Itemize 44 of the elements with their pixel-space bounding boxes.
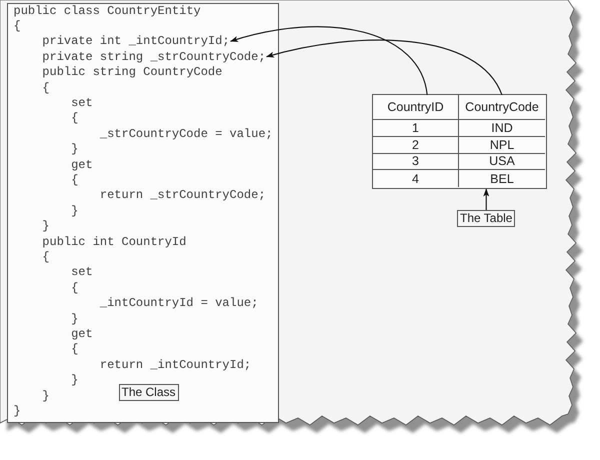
code-line: } bbox=[42, 388, 50, 402]
code-line: } bbox=[71, 312, 78, 326]
arrow bbox=[483, 188, 490, 210]
table-cell: 3 bbox=[373, 154, 459, 170]
code-line: get bbox=[71, 326, 93, 341]
code-line: { bbox=[71, 342, 78, 356]
data-table bbox=[372, 94, 547, 189]
table-cell: USA bbox=[459, 154, 545, 170]
column-header: CountryID bbox=[373, 95, 459, 120]
code-line: } bbox=[71, 373, 78, 388]
column-header: CountryCode bbox=[459, 95, 545, 120]
table-cell: IND bbox=[459, 120, 545, 137]
curved-arrow bbox=[230, 26, 428, 96]
code-line: } bbox=[71, 204, 78, 218]
table-cell: 4 bbox=[373, 170, 459, 187]
code-line: private string _strCountryCode; bbox=[42, 50, 266, 64]
code-line: return _intCountryId; bbox=[100, 358, 252, 372]
code-line: } bbox=[42, 219, 50, 234]
label-tag: The Class bbox=[118, 384, 179, 400]
code-panel bbox=[7, 3, 279, 423]
table-cell: 1 bbox=[373, 120, 459, 137]
curved-arrow bbox=[266, 40, 502, 96]
code-line: set bbox=[71, 96, 93, 110]
code-line: private int _intCountryId; bbox=[42, 34, 230, 48]
code-line: { bbox=[71, 280, 78, 295]
code-line: _intCountryId = value; bbox=[100, 296, 258, 310]
code-line: set bbox=[71, 265, 93, 280]
code-line: public int CountryId bbox=[42, 234, 186, 248]
code-line: public class CountryEntity bbox=[14, 4, 201, 18]
code-line: return _strCountryCode; bbox=[100, 188, 266, 202]
table-cell: 2 bbox=[373, 136, 459, 154]
code-line: get bbox=[71, 158, 93, 172]
label-tag: The Table bbox=[457, 210, 516, 227]
table-cell: NPL bbox=[459, 136, 545, 154]
code-line: } bbox=[14, 404, 21, 418]
table-cell-text: BEL bbox=[489, 170, 515, 187]
code-line: { bbox=[42, 80, 50, 94]
code-line: { bbox=[42, 250, 50, 264]
code-line: } bbox=[71, 142, 78, 156]
code-line: public string CountryCode bbox=[42, 65, 222, 80]
code-line: _strCountryCode = value; bbox=[100, 126, 273, 141]
code-line: { bbox=[71, 172, 78, 187]
code-line: { bbox=[71, 111, 78, 126]
code-line: { bbox=[14, 18, 21, 33]
